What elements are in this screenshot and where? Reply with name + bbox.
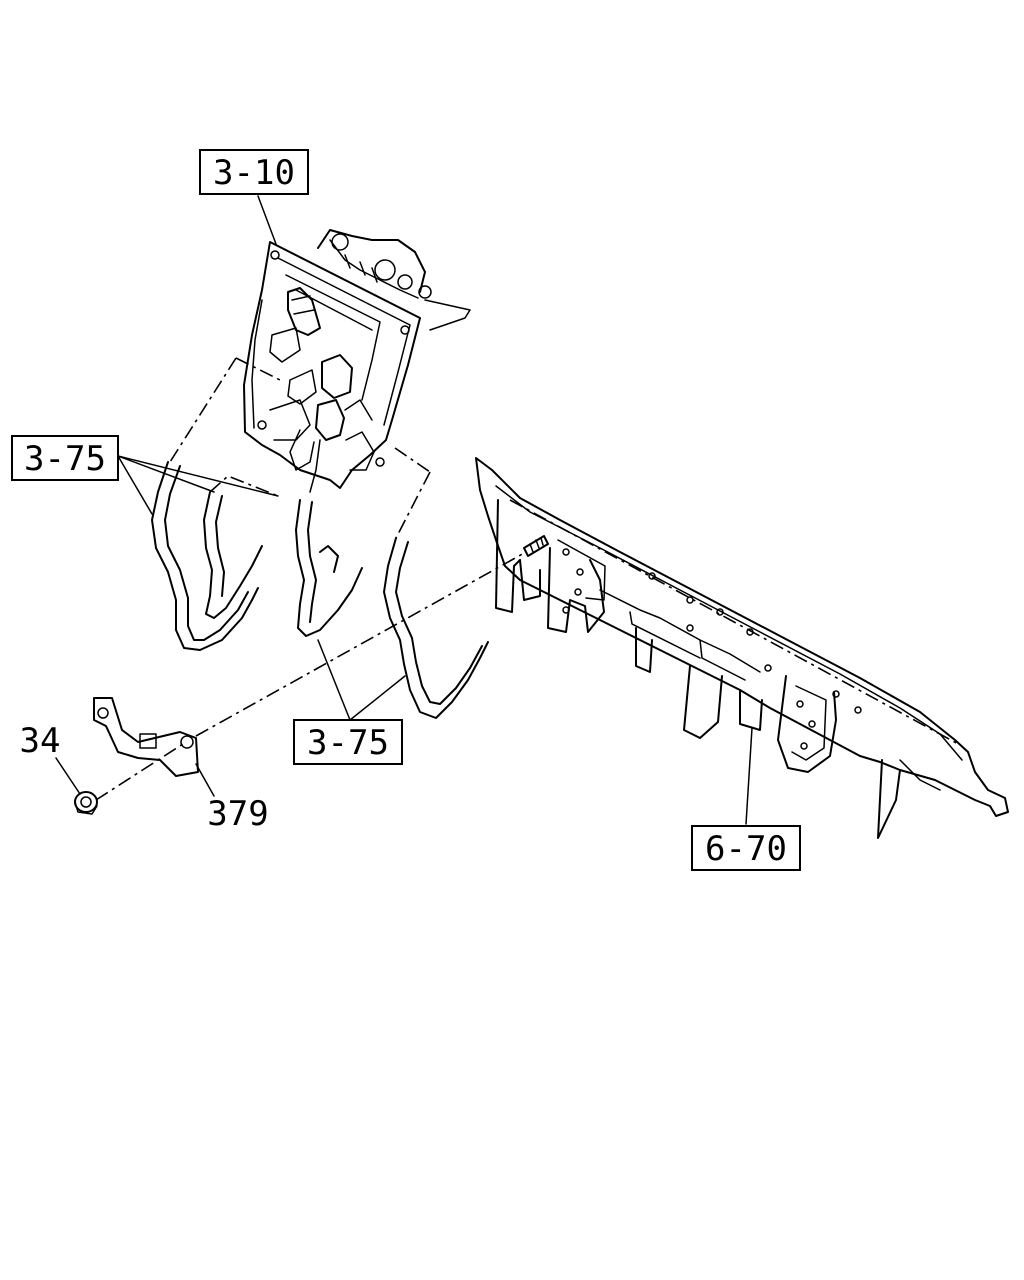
callout-6-70-label: 6-70 [705,829,787,869]
callout-3-10-label: 3-10 [213,153,295,193]
bracket-379-drawing [93,697,199,777]
nut-34-drawing [74,791,98,815]
callout-3-10[interactable]: 3-10 [199,149,309,195]
callout-3-75-lower-label: 3-75 [307,723,389,763]
part-number-379[interactable]: 379 [207,794,268,834]
callout-3-75-lower[interactable]: 3-75 [293,719,403,765]
callout-3-75-upper[interactable]: 3-75 [11,435,119,481]
cross-beam-drawing [475,457,1009,839]
stud-drawing [523,535,549,557]
stud-alignment-line [95,551,527,801]
beam-holes [562,548,862,750]
part-number-34[interactable]: 34 [20,721,61,761]
heater-unit-drawing [243,229,471,493]
heater-hoses-drawing [151,357,489,719]
callout-3-75-upper-label: 3-75 [24,439,106,479]
callout-6-70[interactable]: 6-70 [691,825,801,871]
leader-lines [55,195,753,825]
